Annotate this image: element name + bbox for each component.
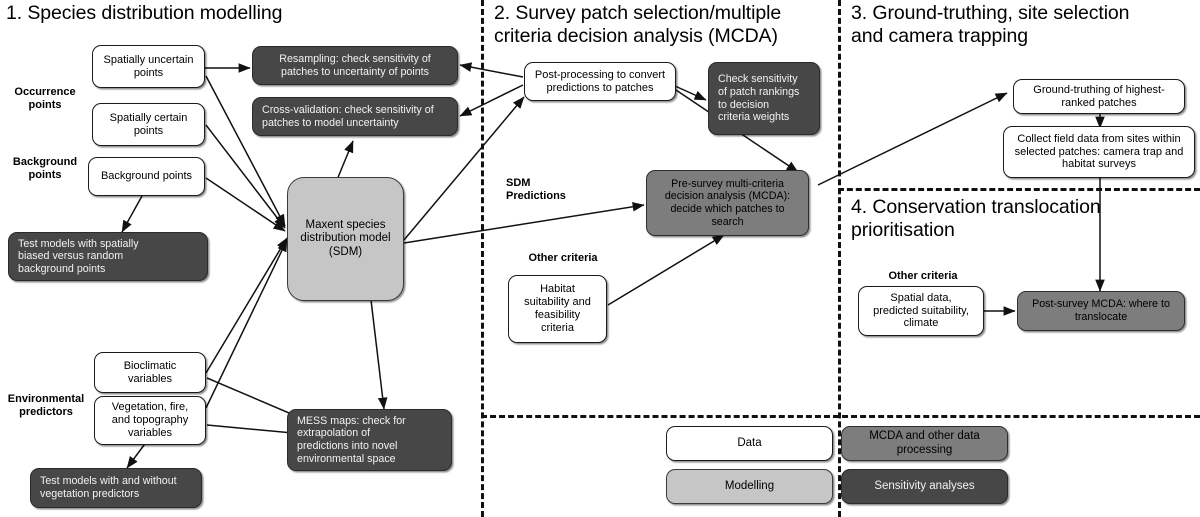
divider-legend-top bbox=[481, 415, 1200, 418]
divider-section1-section2 bbox=[481, 0, 484, 517]
node-spatially-uncertain-points[interactable]: Spatially uncertain points bbox=[92, 45, 205, 88]
node-bioclimatic-variables[interactable]: Bioclimatic variables bbox=[94, 352, 206, 393]
group-label-occurrence-points: Occurrence points bbox=[14, 86, 76, 112]
legend-label: Data bbox=[737, 436, 762, 449]
node-label: Maxent species distribution model (SDM) bbox=[300, 218, 391, 258]
node-label: Cross-validation: check sensitivity of p… bbox=[262, 103, 434, 129]
node-label: Spatially certain points bbox=[109, 111, 188, 137]
node-spatial-data-criteria[interactable]: Spatial data, predicted suitability, cli… bbox=[858, 286, 984, 336]
section-title-4: 4. Conservation translocation prioritisa… bbox=[851, 196, 1101, 241]
section-title-3: 3. Ground-truthing, site selection and c… bbox=[851, 2, 1130, 47]
node-vegetation-fire-topography-variables[interactable]: Vegetation, fire, and topography variabl… bbox=[94, 396, 206, 445]
node-label: Check sensitivity of patch rankings to d… bbox=[718, 73, 800, 124]
group-label-other-criteria-section2: Other criteria bbox=[528, 252, 598, 264]
node-background-points[interactable]: Background points bbox=[88, 157, 205, 196]
node-label: Spatially uncertain points bbox=[103, 53, 194, 79]
node-label: Post-processing to convert predictions t… bbox=[534, 68, 666, 94]
node-post-survey-mcda[interactable]: Post-survey MCDA: where to translocate bbox=[1017, 291, 1185, 331]
node-label: Test models with and without vegetation … bbox=[40, 475, 177, 500]
legend-label: MCDA and other data processing bbox=[869, 429, 980, 456]
node-label: Test models with spatially biased versus… bbox=[18, 237, 139, 275]
node-label: Collect field data from sites within sel… bbox=[1014, 132, 1184, 171]
legend-label: Sensitivity analyses bbox=[874, 479, 975, 492]
node-label: Bioclimatic variables bbox=[123, 359, 177, 385]
node-ground-truthing-highest-ranked[interactable]: Ground-truthing of highest- ranked patch… bbox=[1013, 79, 1185, 114]
node-check-sensitivity-patch-rankings[interactable]: Check sensitivity of patch rankings to d… bbox=[708, 62, 820, 135]
legend-label: Modelling bbox=[724, 479, 775, 492]
node-label: Resampling: check sensitivity of patches… bbox=[279, 52, 431, 78]
node-label: Habitat suitability and feasibility crit… bbox=[524, 283, 591, 334]
node-mess-maps[interactable]: MESS maps: check for extrapolation of pr… bbox=[287, 409, 452, 471]
node-collect-field-data[interactable]: Collect field data from sites within sel… bbox=[1003, 126, 1195, 178]
node-habitat-suitability-criteria[interactable]: Habitat suitability and feasibility crit… bbox=[508, 275, 607, 343]
node-test-models-vegetation[interactable]: Test models with and without vegetation … bbox=[30, 468, 202, 508]
node-label: Ground-truthing of highest- ranked patch… bbox=[1033, 83, 1165, 109]
legend-item-data: Data bbox=[666, 426, 833, 461]
group-label-other-criteria-section4: Other criteria bbox=[888, 270, 958, 282]
node-spatially-certain-points[interactable]: Spatially certain points bbox=[92, 103, 205, 146]
section-title-2: 2. Survey patch selection/multiple crite… bbox=[494, 2, 782, 47]
node-label: Spatial data, predicted suitability, cli… bbox=[873, 291, 969, 330]
node-label: Vegetation, fire, and topography variabl… bbox=[111, 401, 189, 439]
node-resampling-sensitivity[interactable]: Resampling: check sensitivity of patches… bbox=[252, 46, 458, 85]
group-label-background-points: Background points bbox=[12, 156, 78, 182]
divider-section3-section4 bbox=[838, 188, 1200, 191]
group-label-sdm-predictions: SDM Predictions bbox=[506, 177, 566, 203]
legend-item-modelling: Modelling bbox=[666, 469, 833, 504]
node-test-models-background-bias[interactable]: Test models with spatially biased versus… bbox=[8, 232, 208, 281]
divider-section2-section34 bbox=[838, 0, 841, 517]
node-post-processing-patches[interactable]: Post-processing to convert predictions t… bbox=[524, 62, 676, 101]
node-label: MESS maps: check for extrapolation of pr… bbox=[297, 414, 406, 465]
node-cross-validation-sensitivity[interactable]: Cross-validation: check sensitivity of p… bbox=[252, 97, 458, 136]
node-pre-survey-mcda[interactable]: Pre-survey multi-criteria decision analy… bbox=[646, 170, 809, 236]
legend-item-mcda-processing: MCDA and other data processing bbox=[841, 426, 1008, 461]
section-title-1: 1. Species distribution modelling bbox=[6, 2, 283, 24]
node-label: Background points bbox=[100, 170, 193, 183]
node-maxent-sdm[interactable]: Maxent species distribution model (SDM) bbox=[287, 177, 404, 301]
group-label-environmental-predictors: Environmental predictors bbox=[7, 393, 85, 419]
legend-item-sensitivity-analyses: Sensitivity analyses bbox=[841, 469, 1008, 504]
node-label: Post-survey MCDA: where to translocate bbox=[1032, 298, 1170, 323]
node-label: Pre-survey multi-criteria decision analy… bbox=[664, 177, 791, 228]
